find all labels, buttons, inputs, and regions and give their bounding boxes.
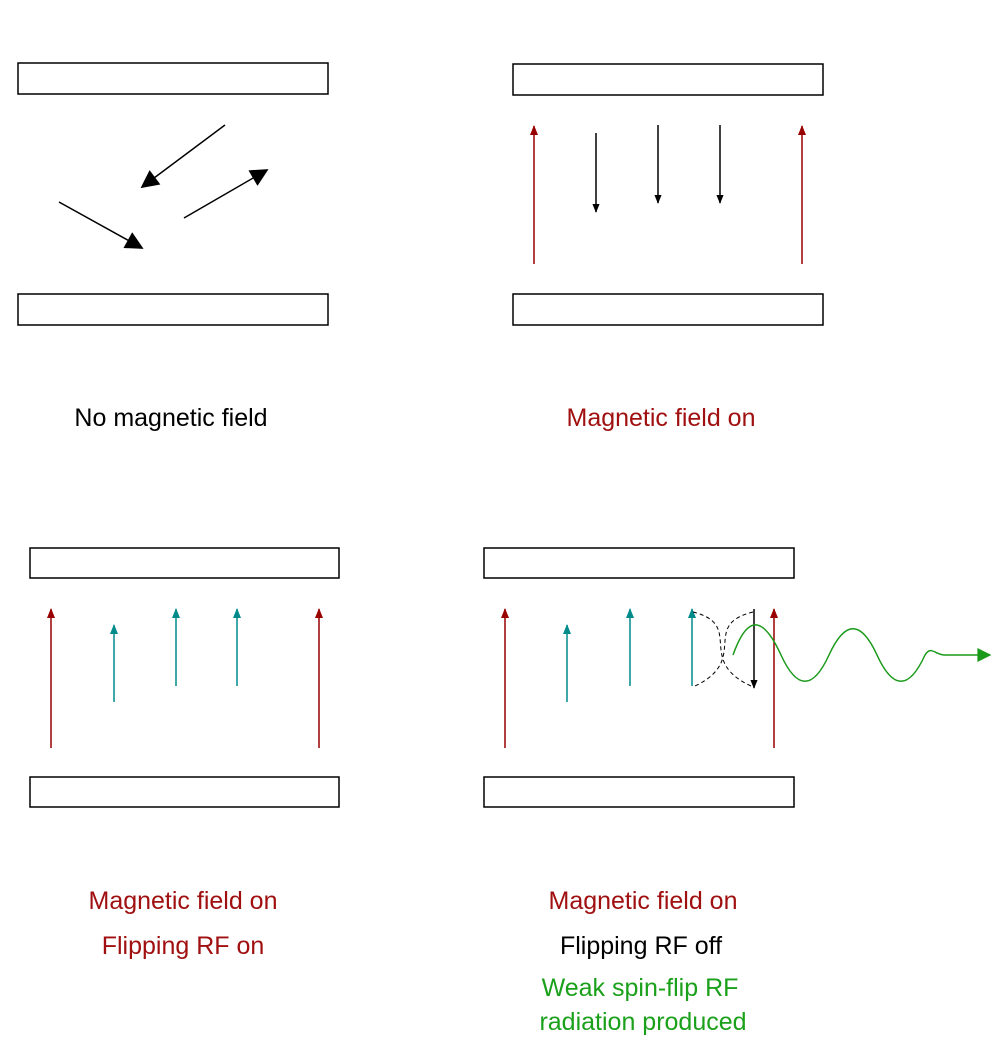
caption-rf-on: Flipping RF on [101,932,265,960]
caption-radiation: Weak spin-flip RF [541,974,739,1002]
random-spin-arrow [140,124,226,189]
spin-flip-transition-curve [694,611,754,687]
caption-rf-off: Flipping RF off [559,932,723,960]
top-plate [17,62,329,95]
bottom-plate [29,776,340,808]
bottom-plate [483,776,795,808]
bottom-plate [17,293,329,326]
random-spin-arrow [183,169,269,219]
spin-flip-transition-curve [692,611,752,687]
top-plate [29,547,340,579]
panel-no-field [17,62,329,326]
rf-radiation-wave [732,624,992,682]
panel-rf-off [483,547,992,808]
caption-no-field: No magnetic field [74,404,268,432]
random-spin-arrow [58,201,144,249]
caption-field-on: Magnetic field on [566,404,756,432]
top-plate [512,63,824,96]
top-plate [483,547,795,579]
panel-field-on [512,63,824,326]
caption-radiation: radiation produced [539,1008,747,1036]
bottom-plate [512,293,824,326]
panel-rf-on [29,547,340,808]
caption-field-on: Magnetic field on [548,887,738,915]
caption-field-on: Magnetic field on [88,887,278,915]
